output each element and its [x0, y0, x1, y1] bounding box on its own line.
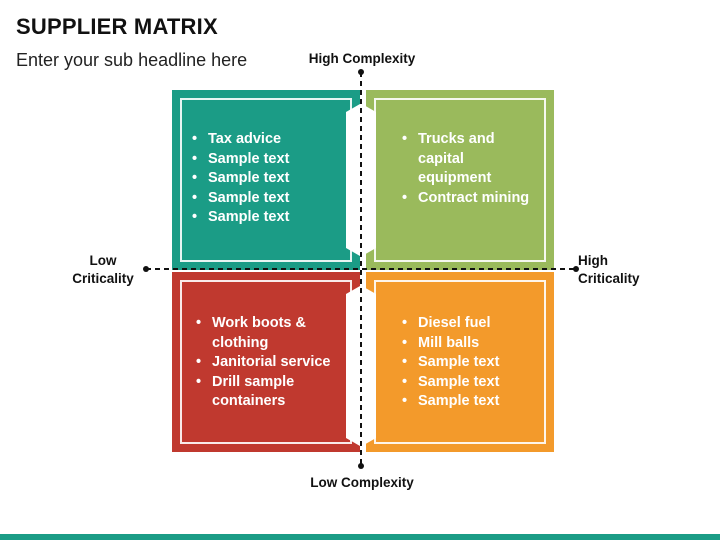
- list-item: Sample text: [190, 150, 289, 170]
- quadrant-top-right: Trucks and capital equipment Contract mi…: [366, 90, 554, 270]
- quadrant-list: Diesel fuel Mill balls Sample text Sampl…: [400, 314, 499, 412]
- axis-label-right-line1: High: [578, 253, 608, 268]
- list-item: Tax advice: [190, 130, 289, 150]
- quadrant-bottom-left: Work boots & clothing Janitorial service…: [172, 272, 360, 452]
- list-item: Drill sample containers: [194, 373, 354, 412]
- list-item: Janitorial service: [194, 353, 354, 373]
- vertical-axis-bottom-dot: [358, 463, 364, 469]
- quadrant-list: Tax advice Sample text Sample text Sampl…: [190, 130, 289, 228]
- page-title: SUPPLIER MATRIX: [16, 14, 218, 39]
- quadrant-top-left: Tax advice Sample text Sample text Sampl…: [172, 90, 360, 270]
- list-item: Mill balls: [400, 334, 499, 354]
- list-item: Sample text: [190, 208, 289, 228]
- axis-label-right-line2: Criticality: [578, 271, 640, 286]
- axis-label-left: Low Criticality: [58, 252, 148, 288]
- list-item: Sample text: [190, 169, 289, 189]
- axis-label-left-line1: Low: [89, 253, 117, 268]
- list-item: Sample text: [400, 373, 499, 393]
- list-item: Trucks and capital equipment: [400, 130, 530, 189]
- quadrant-list: Work boots & clothing Janitorial service…: [194, 314, 354, 412]
- list-item: Work boots & clothing: [194, 314, 354, 353]
- quadrant-list: Trucks and capital equipment Contract mi…: [400, 130, 530, 208]
- axis-label-bottom: Low Complexity: [310, 475, 414, 490]
- footer-accent-bar: [0, 534, 720, 540]
- list-item: Contract mining: [400, 189, 530, 209]
- page-subtitle: Enter your sub headline here: [16, 50, 248, 70]
- axis-label-right: High Criticality: [578, 252, 668, 288]
- list-item: Diesel fuel: [400, 314, 499, 334]
- axis-label-left-line2: Criticality: [72, 271, 134, 286]
- vertical-axis-top-dot: [358, 69, 364, 75]
- axis-label-top: High Complexity: [308, 51, 416, 66]
- list-item: Sample text: [400, 353, 499, 373]
- list-item: Sample text: [190, 189, 289, 209]
- list-item: Sample text: [400, 392, 499, 412]
- quadrant-bottom-right: Diesel fuel Mill balls Sample text Sampl…: [366, 272, 554, 452]
